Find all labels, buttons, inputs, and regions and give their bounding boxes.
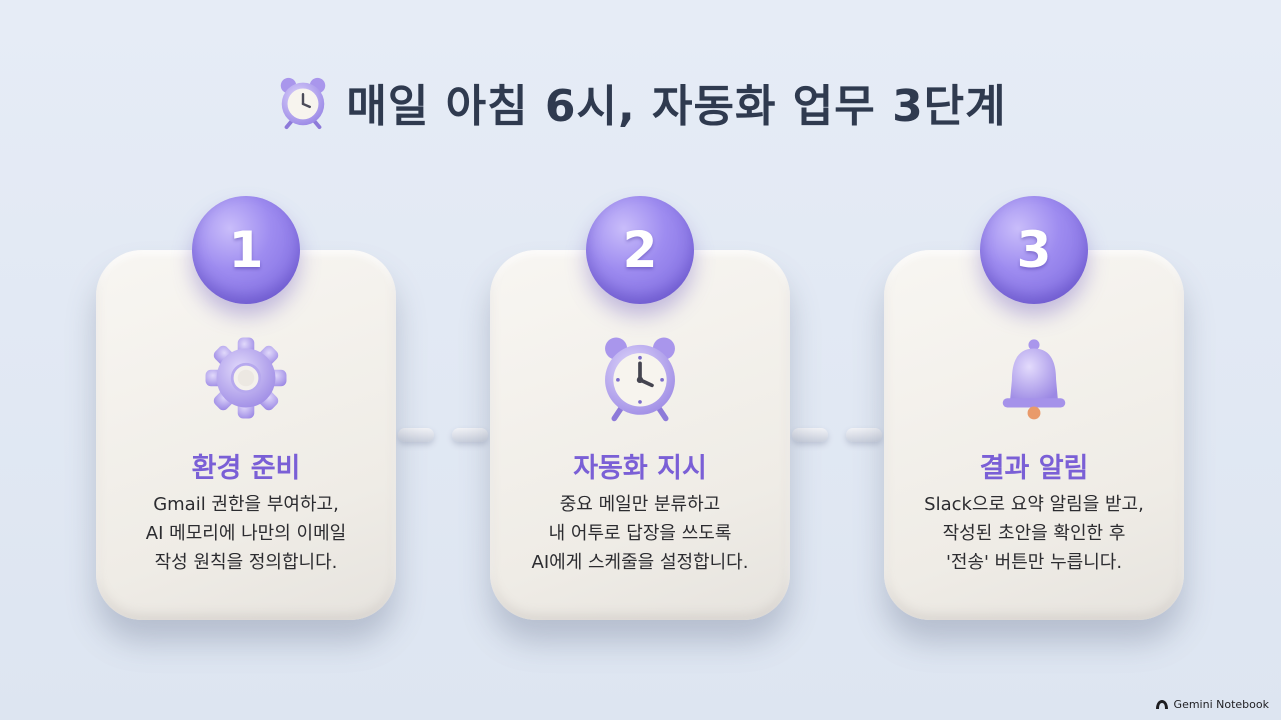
- description-line: 작성 원칙을 정의합니다.: [154, 552, 338, 573]
- step-description-3: Slack으로 요약 알림을 받고, 작성된 초안을 확인한 후 '전송' 버튼…: [898, 490, 1170, 577]
- watermark: Gemini Notebook: [1155, 696, 1269, 712]
- step-description-1: Gmail 권한을 부여하고, AI 메모리에 나만의 이메일 작성 원칙을 정…: [110, 490, 382, 577]
- step-description-2: 중요 메일만 분류하고 내 어투로 답장을 쓰도록 AI에게 스케줄을 설정합니…: [504, 490, 776, 577]
- description-line: 내 어투로 답장을 쓰도록: [548, 523, 732, 544]
- step-number-badge-3: 3: [980, 196, 1088, 304]
- step-heading-2: 자동화 지시: [573, 453, 707, 484]
- step-card-2: 자동화 지시 중요 메일만 분류하고 내 어투로 답장을 쓰도록 AI에게 스케…: [490, 250, 790, 620]
- connector-2a: [792, 428, 828, 442]
- step-number-badge-1: 1: [192, 196, 300, 304]
- connector-1b: [452, 428, 488, 442]
- page-title: 매일 아침 6시, 자동화 업무 3단계: [346, 81, 1007, 132]
- description-line: AI 메모리에 나만의 이메일: [145, 523, 347, 544]
- description-line: AI에게 스케줄을 설정합니다.: [531, 552, 749, 573]
- step-card-3: 결과 알림 Slack으로 요약 알림을 받고, 작성된 초안을 확인한 후 '…: [884, 250, 1184, 620]
- gear-icon: [205, 337, 287, 419]
- step-number-badge-2: 2: [586, 196, 694, 304]
- title-row: 매일 아침 6시, 자동화 업무 3단계: [0, 62, 1281, 142]
- step-heading-3: 결과 알림: [979, 453, 1089, 484]
- step-number: 2: [622, 221, 658, 279]
- description-line: Slack으로 요약 알림을 받고,: [924, 494, 1144, 515]
- alarm-clock-icon: [605, 337, 675, 422]
- step-card-1: 환경 준비 Gmail 권한을 부여하고, AI 메모리에 나만의 이메일 작성…: [96, 250, 396, 620]
- bell-icon: [1002, 339, 1066, 420]
- alarm-clock-icon: [281, 77, 326, 130]
- description-line: '전송' 버튼만 누릅니다.: [945, 552, 1123, 573]
- connector-1a: [398, 428, 434, 442]
- step-heading-1: 환경 준비: [191, 453, 301, 484]
- description-line: 중요 메일만 분류하고: [559, 494, 721, 515]
- step-number: 1: [228, 221, 264, 279]
- description-line: Gmail 권한을 부여하고,: [153, 494, 339, 515]
- connector-2b: [846, 428, 882, 442]
- step-number: 3: [1016, 221, 1052, 279]
- watermark-text: Gemini Notebook: [1173, 697, 1269, 711]
- description-line: 작성된 초안을 확인한 후: [942, 523, 1126, 544]
- notebook-logo-icon: [1155, 700, 1168, 709]
